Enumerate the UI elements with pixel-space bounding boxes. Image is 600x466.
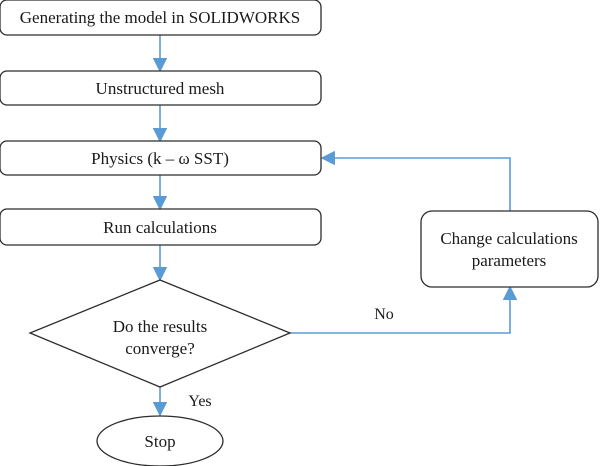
node-run-calculations-label: Run calculations	[103, 218, 217, 237]
node-stop: Stop	[96, 415, 224, 466]
node-change-label-line2: parameters	[472, 251, 547, 270]
node-converge-label-line1: Do the results	[113, 317, 207, 336]
node-change-parameters: Change calculations parameters	[420, 210, 599, 288]
node-converge-decision: Do the results converge?	[28, 279, 292, 388]
node-change-label-line1: Change calculations	[440, 229, 577, 248]
node-physics: Physics (k – ω SST)	[0, 140, 322, 176]
node-unstructured-mesh-label: Unstructured mesh	[96, 79, 225, 98]
node-stop-label: Stop	[144, 432, 175, 451]
edge-label-yes: Yes	[188, 393, 211, 410]
edge-change-to-physics	[320, 150, 511, 211]
node-unstructured-mesh: Unstructured mesh	[0, 70, 322, 106]
node-converge-label-line2: converge?	[125, 339, 195, 358]
node-generate-model: Generating the model in SOLIDWORKS	[0, 0, 322, 36]
node-physics-label: Physics (k – ω SST)	[91, 149, 229, 168]
node-generate-model-label: Generating the model in SOLIDWORKS	[20, 8, 300, 27]
node-run-calculations: Run calculations	[0, 208, 322, 246]
edge-label-no: No	[374, 306, 394, 323]
edge-converge-to-change	[290, 285, 518, 334]
